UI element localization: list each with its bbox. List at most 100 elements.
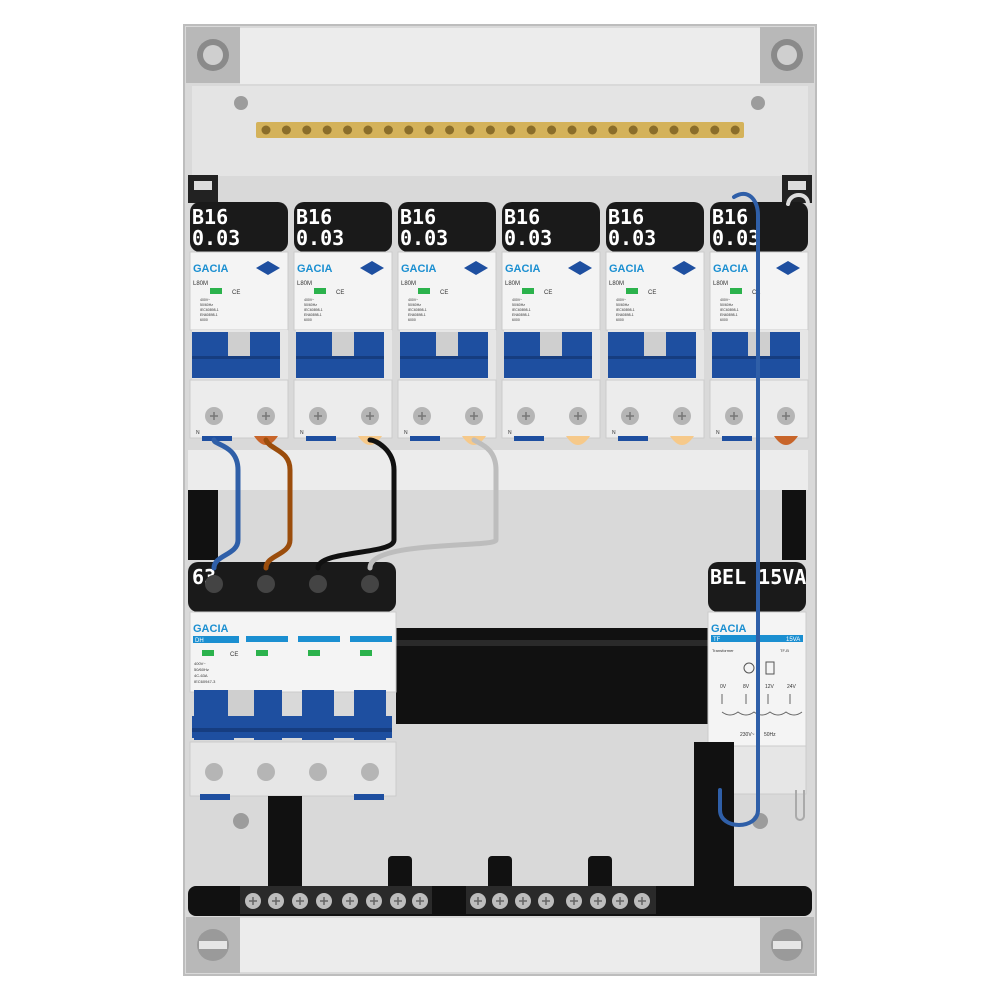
rcbo-model: L80M: [297, 281, 312, 287]
busbar-hole: [424, 125, 434, 135]
rcbo-sensitivity: 0.03: [608, 226, 656, 250]
rcbo-label-strip: [294, 202, 392, 252]
brand-diamond-icon: [568, 261, 592, 275]
rcbo-label-strip: [190, 202, 288, 252]
busbar-hole: [485, 125, 495, 135]
wire-brown-phase: [263, 437, 293, 571]
rcbo-rating: B16: [400, 205, 436, 229]
svg-text:6000: 6000: [616, 318, 624, 322]
rcbo-label-strip: [606, 202, 704, 252]
svg-text:24V: 24V: [787, 684, 797, 690]
svg-text:50/60Hz: 50/60Hz: [616, 303, 629, 307]
phase-comb-tooth: [774, 436, 798, 445]
neutral-mark: N: [612, 430, 616, 436]
rcbo-label-strip: [502, 202, 600, 252]
busbar-hole: [404, 125, 414, 135]
rcbo-toggle[interactable]: [608, 330, 704, 380]
rcbo-terminals: [293, 379, 393, 439]
busbar-hole: [343, 125, 353, 135]
svg-text:400V~: 400V~: [194, 661, 206, 666]
svg-text:EN60898-1: EN60898-1: [616, 313, 634, 317]
svg-text:IEC60898-1: IEC60898-1: [304, 308, 323, 312]
svg-text:EN60898-1: EN60898-1: [200, 313, 218, 317]
status-indicator: [210, 288, 222, 294]
rcbo-3[interactable]: B160.03GACIAL80MCE400V~50/60HzIEC60898-1…: [397, 202, 497, 445]
rcbo-4[interactable]: B160.03GACIAL80MCE400V~50/60HzIEC60898-1…: [501, 202, 601, 445]
svg-text:6000: 6000: [408, 318, 416, 322]
main-switch-toggles[interactable]: [192, 690, 392, 740]
neutral-mark: N: [404, 430, 408, 436]
svg-text:230V~: 230V~: [740, 732, 755, 738]
rcbo-1[interactable]: B160.03GACIAL80MCE400V~50/60HzIEC60898-1…: [189, 202, 289, 445]
svg-text:6000: 6000: [720, 318, 728, 322]
busbar-hole: [261, 125, 271, 135]
mount-hole: [751, 96, 765, 110]
rcbo-model: L80M: [713, 281, 728, 287]
phase-comb-tooth: [670, 436, 694, 445]
svg-text:CE: CE: [232, 290, 240, 296]
svg-text:15VA: 15VA: [786, 637, 800, 643]
brand-diamond-icon: [672, 261, 696, 275]
earth-busbar: [256, 122, 744, 138]
busbar-hole: [526, 125, 536, 135]
busbar-hole: [669, 125, 679, 135]
brand-diamond-icon: [256, 261, 280, 275]
rcbo-brand: GACIA: [193, 263, 229, 275]
busbar-hole: [608, 125, 618, 135]
rcbo-sensitivity: 0.03: [192, 226, 240, 250]
rcbo-model: L80M: [609, 281, 624, 287]
svg-text:CE: CE: [544, 290, 552, 296]
svg-text:50/60Hz: 50/60Hz: [304, 303, 317, 307]
top-cover-strip: [240, 28, 760, 84]
rcbo-brand: GACIA: [401, 263, 437, 275]
busbar-hole: [363, 125, 373, 135]
main-switch-label-strip: [188, 562, 396, 612]
wire-black-phase: [315, 437, 397, 571]
rcbo-sensitivity: 0.03: [504, 226, 552, 250]
svg-text:TF: TF: [713, 637, 721, 643]
svg-text:6000: 6000: [304, 318, 312, 322]
rcbo-sensitivity: 0.03: [712, 226, 760, 250]
svg-text:400V~: 400V~: [408, 298, 418, 302]
rcbo-sensitivity: 0.03: [296, 226, 344, 250]
svg-text:IEC60898-1: IEC60898-1: [408, 308, 427, 312]
rcbo-toggle[interactable]: [192, 330, 288, 380]
rcbo-model: L80M: [401, 281, 416, 287]
rcbo-brand: GACIA: [713, 263, 749, 275]
svg-text:GACIA: GACIA: [711, 623, 747, 635]
svg-text:400V~: 400V~: [616, 298, 626, 302]
rcbo-model: L80M: [193, 281, 208, 287]
status-indicator: [626, 288, 638, 294]
rcbo-2[interactable]: B160.03GACIAL80MCE400V~50/60HzIEC60898-1…: [293, 202, 393, 445]
busbar-hole: [383, 125, 393, 135]
busbar-hole: [281, 125, 291, 135]
rcbo-rating: B16: [712, 205, 748, 229]
corner-screw-top-right: [760, 27, 814, 83]
svg-text:400V~: 400V~: [720, 298, 730, 302]
bottom-rail-assembly: [188, 742, 812, 916]
rcbo-5[interactable]: B160.03GACIAL80MCE400V~50/60HzIEC60898-1…: [605, 202, 705, 445]
rcbo-terminals: [605, 379, 705, 439]
status-indicator: [730, 288, 742, 294]
svg-text:400V~: 400V~: [200, 298, 210, 302]
neutral-mark: N: [196, 430, 200, 436]
bottom-cover-strip: [240, 918, 760, 972]
rcbo-brand: GACIA: [505, 263, 541, 275]
status-indicator: [314, 288, 326, 294]
svg-text:Transformer: Transformer: [712, 648, 734, 653]
corner-screw-bottom-right: [760, 917, 814, 973]
wire-grey-phase: [367, 437, 499, 571]
wire-blue-transformer: [718, 191, 760, 827]
svg-text:CE: CE: [440, 290, 448, 296]
rcbo-toggle[interactable]: [296, 330, 392, 380]
svg-text:CE: CE: [648, 290, 656, 296]
svg-text:0V: 0V: [720, 684, 727, 690]
brand-diamond-icon: [360, 261, 384, 275]
phase-comb-tooth: [566, 436, 590, 445]
mount-hole: [233, 813, 249, 829]
status-indicator: [418, 288, 430, 294]
rcbo-toggle[interactable]: [504, 330, 600, 380]
main-switch[interactable]: 63 GACIA DH CE 400V~ 50/60Hz 4C-63A IEC6…: [188, 562, 397, 800]
rcbo-toggle[interactable]: [400, 330, 496, 380]
svg-text:50/60Hz: 50/60Hz: [194, 667, 209, 672]
